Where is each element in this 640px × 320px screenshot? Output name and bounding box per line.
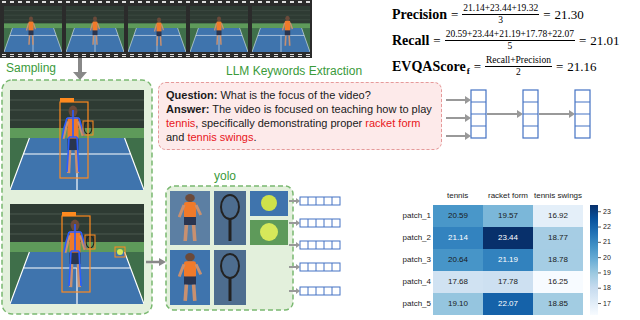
formula-row: Recall=20.59+23.44+21.19+17.78+22.075=21… (392, 29, 620, 52)
heatmap-cell: 17.68 (433, 271, 483, 293)
fraction: Recall+Precision2 (485, 55, 552, 78)
equals-sign: = (433, 33, 440, 49)
numerator: 20.59+23.44+21.19+17.78+22.07 (445, 29, 575, 41)
qa-prefix: Answer: (166, 103, 209, 115)
step-label: LLM Keywords Extraction (226, 64, 362, 78)
numerator: Recall+Precision (485, 55, 552, 67)
colorbar-label: 18 (603, 283, 611, 293)
keyword: tennis (166, 117, 195, 129)
heatmap-cell: 19.10 (433, 293, 483, 315)
fraction: 20.59+23.44+21.19+17.78+22.075 (445, 29, 575, 52)
colorbar-tick (598, 272, 601, 273)
row-header: patch_5 (395, 293, 431, 315)
colorbar-tick (598, 288, 601, 289)
subscript: f (467, 66, 470, 76)
colorbar-label: 21 (603, 237, 611, 247)
column-header: racket form (488, 191, 528, 201)
fraction: 21.14+23.44+19.323 (462, 3, 539, 26)
colorbar-label: 23 (603, 207, 611, 217)
heatmap-cell: 21.19 (483, 249, 533, 271)
qa-text: Answer: The video is focused on teaching… (166, 102, 434, 144)
colorbar-tick (598, 211, 601, 212)
equals-sign: = (474, 59, 481, 75)
heatmap-cell: 17.78 (483, 271, 533, 293)
colorbar-label: 19 (603, 268, 611, 278)
qa-text: Question: What is the focus of the video… (166, 88, 434, 102)
heatmap-cell: 23.44 (483, 227, 533, 249)
row-header: patch_4 (395, 271, 431, 293)
equals-sign: = (451, 7, 458, 23)
qa-prefix: Question: (166, 89, 217, 101)
heatmap-cell: 22.07 (483, 293, 533, 315)
heatmap-cell: 21.14 (433, 227, 483, 249)
heatmap-cell: 20.64 (433, 249, 483, 271)
keyword: tennis swings (187, 131, 253, 143)
colorbar-tick (598, 227, 601, 228)
formula-result: 21.16 (567, 59, 596, 75)
colorbar-label: 22 (603, 222, 611, 232)
denominator: 3 (498, 15, 503, 26)
colorbar-tick (598, 242, 601, 243)
denominator: 2 (516, 67, 521, 78)
column-header: tennis swings (534, 191, 582, 201)
equals-sign: = (579, 33, 586, 49)
heatmap-cell: 20.59 (433, 205, 483, 227)
step-label: yolo (214, 169, 236, 183)
colorbar-label: 17 (603, 299, 611, 309)
heatmap-cell: 18.85 (533, 293, 583, 315)
heatmap-cell: 19.57 (483, 205, 533, 227)
row-header: patch_1 (395, 205, 431, 227)
formula-result: 21.30 (555, 7, 584, 23)
heatmap-cell: 16.25 (533, 271, 583, 293)
formula-name: EVQAScore (392, 59, 466, 75)
formula-row: EVQAScoref=Recall+Precision2=21.16 (392, 55, 597, 78)
heatmap-cell: 16.92 (533, 205, 583, 227)
row-header: patch_3 (395, 249, 431, 271)
formula-result: 21.01 (590, 33, 619, 49)
keyword: racket form (365, 117, 420, 129)
colorbar-label: 20 (603, 253, 611, 263)
step-label: Sampling (6, 61, 56, 75)
colorbar-tick (598, 257, 601, 258)
numerator: 21.14+23.44+19.32 (462, 3, 539, 15)
column-header: tennis (447, 191, 468, 201)
formula-name: Recall (392, 33, 429, 49)
equals-sign: = (556, 59, 563, 75)
equals-sign: = (543, 7, 550, 23)
colorbar-tick (598, 303, 601, 304)
formula-row: Precision=21.14+23.44+19.323=21.30 (392, 3, 584, 26)
formula-name: Precision (392, 7, 447, 23)
heatmap-cell: 18.77 (533, 227, 583, 249)
qa-box: Question: What is the focus of the video… (158, 82, 442, 150)
denominator: 5 (507, 41, 512, 52)
row-header: patch_2 (395, 227, 431, 249)
heatmap-cell: 18.78 (533, 249, 583, 271)
